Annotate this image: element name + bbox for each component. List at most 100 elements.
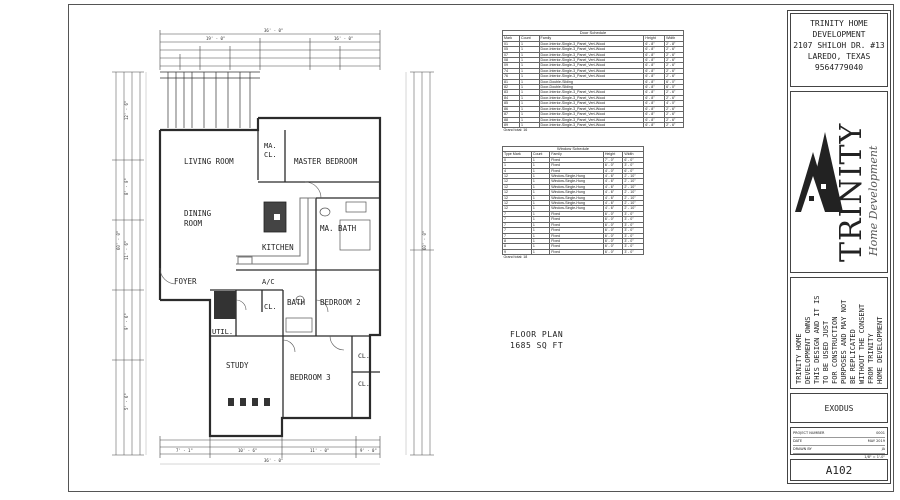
table-cell: 2' - 10" (622, 189, 644, 196)
room-kitchen: KITCHEN (262, 243, 294, 252)
room-ac: A/C (262, 278, 275, 286)
disclaimer-line: THIS DESIGN AND IT IS (813, 295, 821, 384)
table-cell: Door-Interior-Single-3_Panel_Vert-Wood (538, 73, 645, 80)
disclaimer-line: HOME DEVELOPMENT (876, 316, 884, 384)
table-cell: 2' - 8" (664, 40, 684, 48)
disclaimer-line: FOR CONSTRUCTION (831, 317, 839, 384)
dim-top-seg-2: 16' - 0" (334, 36, 353, 41)
table-cell: 3' - 0" (622, 162, 644, 169)
table-cell: 2' - 6" (664, 73, 684, 80)
table-cell: Window-Single-Hung (549, 172, 604, 180)
table-total-row: Grand total: 16 (503, 128, 684, 133)
table-cell: 2' - 6" (664, 67, 684, 75)
table-cell: 3' - 0" (622, 216, 644, 223)
table-cell: 89 (501, 121, 521, 129)
floor-plan-area: 1685 SQ FT (510, 341, 564, 350)
dim-left-seg-4: 9' - 6" (124, 313, 129, 330)
table-cell: Door-Interior-Single-3_Panel_Vert-Wood (538, 121, 645, 129)
table-cell: 2' - 6" (664, 62, 684, 69)
dimension-ticks (112, 30, 434, 458)
table-cell: Door-Interior-Single-3_Panel_Vert-Wood (538, 51, 645, 59)
table-cell: 2' - 6" (664, 94, 684, 102)
table-cell: Door-Interior-Single-3_Panel_Vert-Wood (538, 62, 645, 69)
floor-plan-title: FLOOR PLAN (510, 330, 564, 339)
table-cell: Door-Interior-Single-3_Panel_Vert-Wood (538, 89, 645, 96)
window-schedule-header: Width (622, 151, 644, 158)
room-labels: LIVING ROOM MA. CL. MASTER BEDROOM DININ… (174, 142, 370, 388)
dim-overall-width: 36' - 0" (264, 28, 283, 33)
table-cell: 6' - 0" (622, 156, 644, 164)
table-cell: 2' - 10" (622, 205, 644, 212)
table-cell: 2' - 10" (622, 183, 644, 191)
table-cell: Door-Interior-Single-3_Panel_Vert-Wood (538, 116, 645, 123)
field-value: JA (881, 447, 885, 451)
disclaimer-line: TO BE USED JUST (822, 320, 830, 384)
table-total: Grand total: 18 (503, 255, 528, 260)
dim-left-seg-3: 11' - 6" (124, 241, 129, 260)
room-dining-1: DINING (184, 209, 212, 218)
logo-house-icon (795, 132, 843, 212)
grid-lines (145, 72, 407, 465)
dim-overall-depth: 60' - 0" (116, 231, 121, 250)
table-cell: Door-Interior-Single-3_Panel_Vert-Wood (538, 67, 645, 75)
table-cell: 2' - 6" (664, 46, 684, 53)
bath-fixtures (285, 295, 313, 333)
island-sink (274, 214, 280, 220)
disclaimer-line: DEVELOPMENT OWNS (804, 317, 812, 384)
logo-wordmark: TRINITY (834, 122, 869, 262)
table-cell: 3' - 0" (622, 237, 644, 245)
room-cl: CL. (264, 303, 277, 311)
title-block: TRINITY HOME DEVELOPMENT 2107 SHILOH DR.… (787, 10, 891, 484)
dim-bottom-seg-4: 9' - 0" (360, 448, 377, 453)
door-swings (159, 181, 345, 353)
table-cell: Window-Single-Hung (549, 205, 604, 212)
dim-left-seg-5: 5' - 6" (124, 393, 129, 410)
table-cell: 3' - 0" (622, 221, 644, 229)
table-cell: Door-Interior-Single-3_Panel_Vert-Wood (538, 111, 645, 118)
dim-right-overall: 60' - 0" (422, 231, 427, 250)
table-total: Grand total: 16 (503, 128, 528, 133)
company-city: LAREDO, TEXAS (807, 52, 871, 61)
room-living: LIVING ROOM (184, 157, 234, 166)
table-cell: 2' - 6" (664, 111, 684, 118)
master-bath-fixtures (319, 201, 371, 251)
table-cell: 2' - 6" (664, 51, 684, 59)
table-cell: Door-Interior-Single-3_Panel_Vert-Wood (538, 94, 645, 102)
dim-bottom-seg-3: 11' - 0" (310, 448, 329, 453)
room-foyer: FOYER (174, 277, 197, 286)
disclaimer-line: BE REPLICATED (849, 329, 857, 384)
table-cell: 2' - 6" (664, 116, 684, 123)
drawing-sheet (68, 4, 894, 492)
table-cell: 3' - 0" (622, 248, 644, 256)
table-cell: Window-Single-Hung (549, 200, 604, 207)
window-schedule-header: Count (530, 151, 551, 158)
logo-script: Home Development (867, 145, 880, 257)
disclaimer-line: TRINITY HOME (795, 333, 803, 384)
chimney-block (214, 291, 236, 319)
table-cell: 1 (530, 248, 551, 256)
table-cell: 6' - 0" (664, 84, 684, 91)
table-cell: 2' - 6" (664, 121, 684, 129)
table-total-row: Grand total: 18 (503, 255, 644, 260)
table-cell: Door-Interior-Single-3_Panel_Vert-Wood (538, 46, 645, 53)
dimension-lines (115, 33, 431, 455)
table-cell: Window-Single-Hung (549, 183, 604, 191)
company-address: 2107 SHILOH DR. #13 (793, 41, 885, 50)
